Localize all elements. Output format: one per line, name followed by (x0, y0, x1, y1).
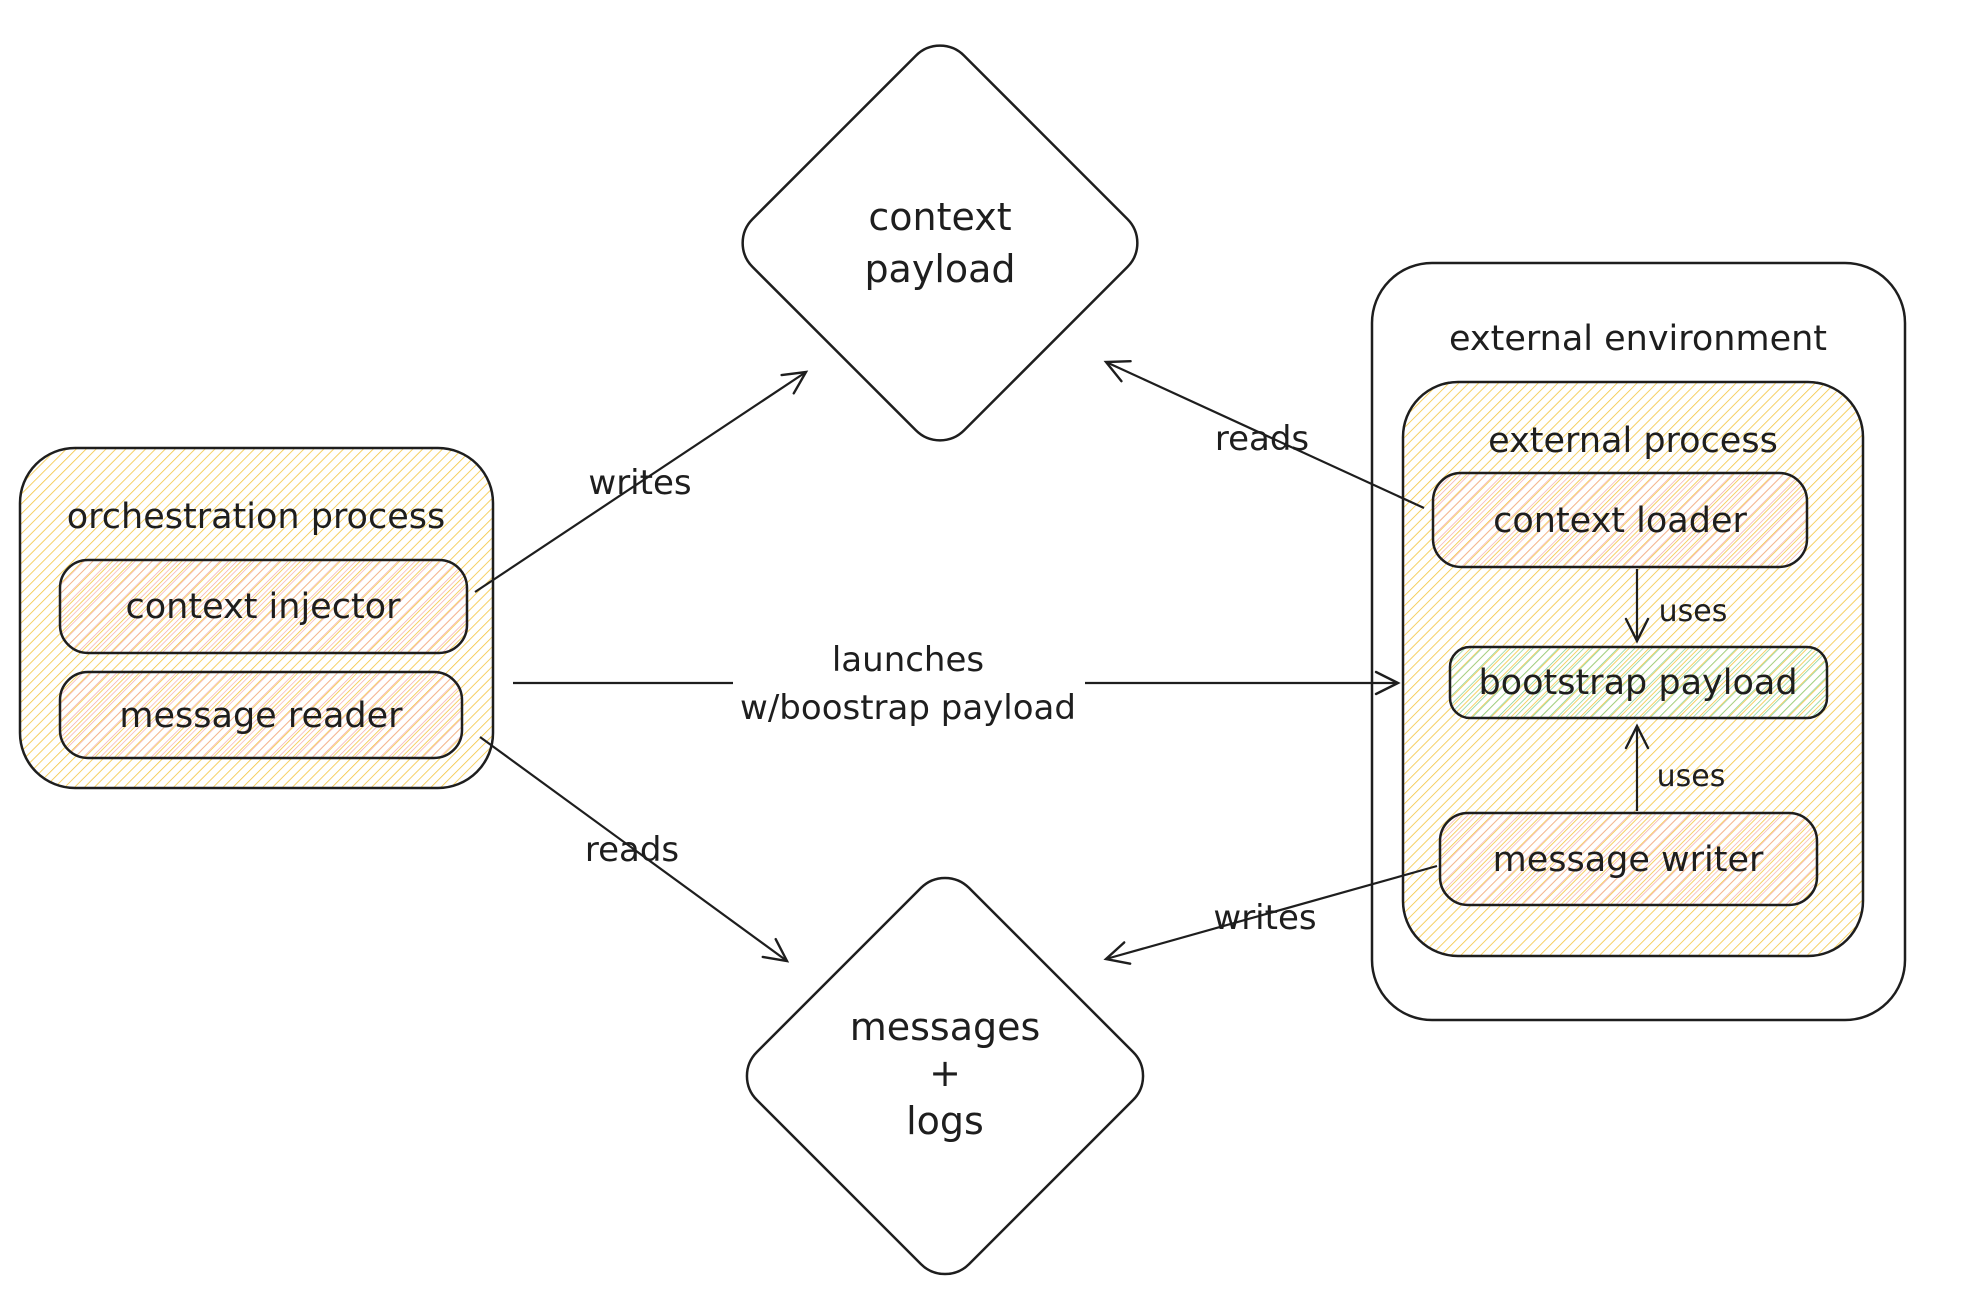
messages-logs-label-line3: logs (906, 1099, 984, 1143)
launches-label-background (733, 636, 1085, 730)
message-writer-shape (1438, 811, 1819, 907)
orchestration-process-box: orchestration process context injector m… (18, 446, 495, 790)
reads-top-arrow (1103, 359, 1425, 509)
context-payload-label-line2: payload (864, 247, 1015, 291)
bootstrap-payload-node: bootstrap payload (1448, 645, 1829, 720)
launches-label-line2: w/boostrap payload (740, 688, 1076, 728)
writes-top-arrow (474, 370, 809, 593)
context-loader-shape (1431, 471, 1809, 569)
context-injector-node: context injector (58, 558, 469, 655)
external-environment-title: external environment (1449, 319, 1827, 359)
uses-loader-label: uses (1659, 594, 1728, 629)
context-payload-label-line1: context (868, 195, 1011, 239)
external-process-title: external process (1488, 421, 1778, 461)
reads-bottom-arrow (479, 736, 790, 963)
writes-bottom-arrow (1103, 864, 1438, 965)
writes-bottom-label: writes (1213, 898, 1316, 938)
messages-logs-shape (745, 876, 1145, 1276)
context-injector-shape (58, 558, 469, 655)
messages-logs-label-line2: + (929, 1051, 961, 1095)
context-loader-label: context loader (1493, 501, 1747, 541)
context-loader-node: context loader (1431, 471, 1809, 569)
edges: writes reads launches w/boostrap payload… (474, 359, 1728, 965)
message-reader-node: message reader (58, 670, 464, 760)
bootstrap-payload-label: bootstrap payload (1478, 663, 1797, 703)
message-writer-node: message writer (1438, 811, 1819, 907)
message-reader-label: message reader (119, 696, 403, 736)
messages-logs-label-line1: messages (850, 1005, 1041, 1049)
context-payload-diamond: context payload (741, 44, 1139, 442)
reads-bottom-label: reads (585, 830, 679, 870)
external-process-box: external process context loader bootstra… (1401, 380, 1865, 958)
orchestration-process-title: orchestration process (67, 497, 445, 537)
reads-top-label: reads (1215, 419, 1309, 459)
context-payload-shape (741, 44, 1139, 442)
writes-top-label: writes (588, 463, 691, 503)
uses-writer-label: uses (1657, 759, 1726, 794)
launches-label-line1: launches (832, 640, 984, 680)
messages-logs-diamond: messages + logs (745, 876, 1145, 1276)
message-reader-shape (58, 670, 464, 760)
bootstrap-payload-shape (1448, 645, 1829, 720)
message-writer-label: message writer (1493, 840, 1764, 880)
external-environment-box: external environment external process co… (1370, 261, 1907, 1022)
context-injector-label: context injector (126, 587, 402, 627)
